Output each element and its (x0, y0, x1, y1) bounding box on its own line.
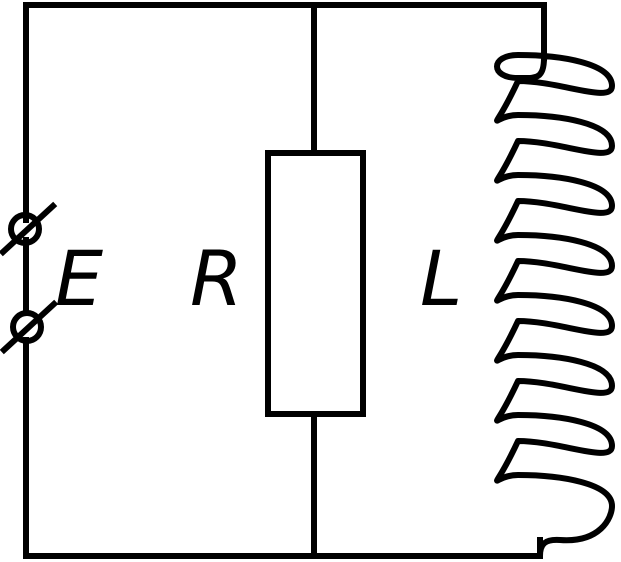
terminal-top (8, 212, 42, 246)
terminal-bottom (10, 310, 44, 344)
resistor (265, 150, 366, 417)
label-emf: E (55, 234, 103, 323)
terminal-bottom-slash (0, 299, 59, 355)
label-resistor: R (190, 234, 243, 323)
label-inductor: L (420, 234, 462, 323)
inductor-coil (494, 52, 615, 559)
wire-left-top (23, 2, 547, 223)
terminal-top-slash (0, 201, 58, 257)
wire-left-bottom (23, 337, 543, 559)
